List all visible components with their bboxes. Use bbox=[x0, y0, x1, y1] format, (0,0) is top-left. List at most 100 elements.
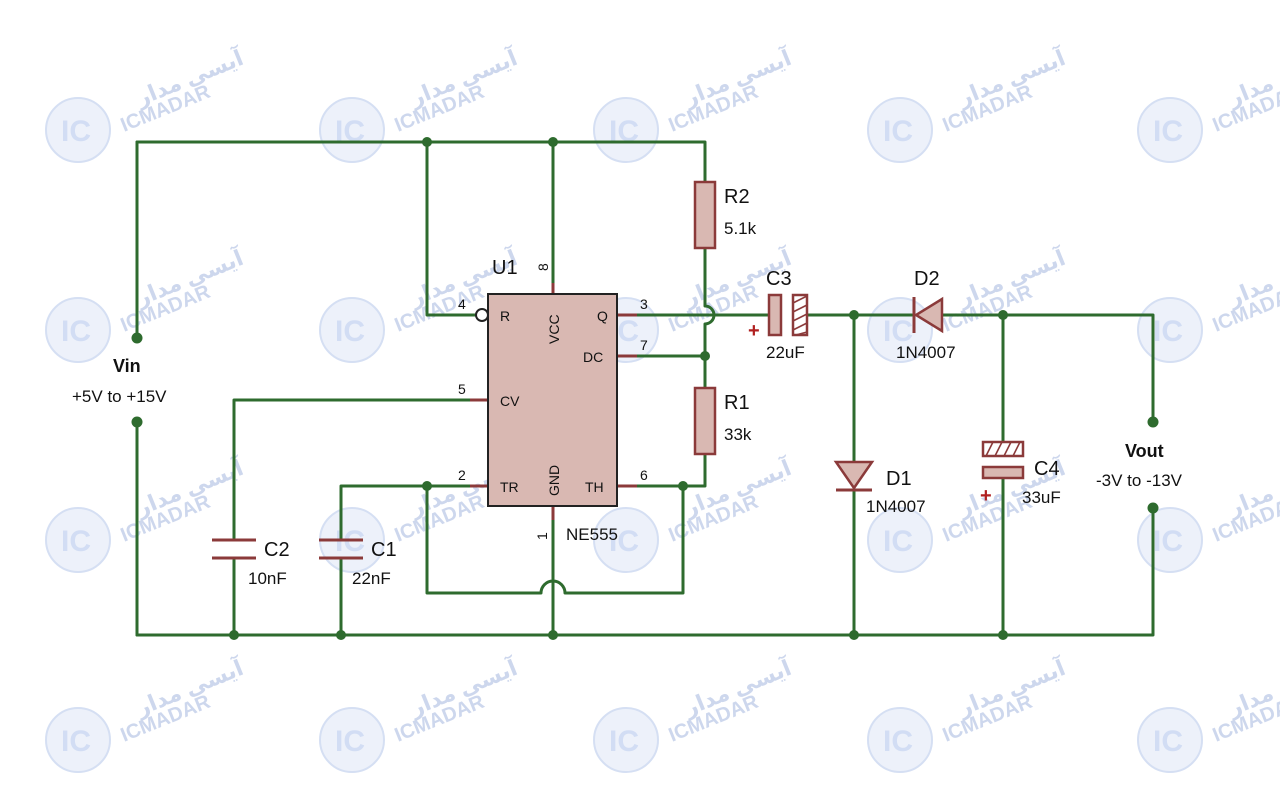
junction-dots bbox=[131, 137, 1159, 640]
ic-ne555: R Q DC CV TR TH VCC GND 4 8 3 7 5 2 6 1 … bbox=[458, 257, 648, 544]
pin-number-6: 6 bbox=[640, 467, 648, 483]
c2-ref: C2 bbox=[264, 539, 290, 561]
pin-number-8: 8 bbox=[535, 263, 551, 271]
capacitor-c2: C2 10nF bbox=[212, 538, 290, 588]
watermark-logo-text: IC bbox=[1153, 315, 1183, 348]
capacitor-c1: C1 22nF bbox=[319, 538, 397, 588]
watermark-logo-icon bbox=[319, 297, 385, 363]
resistor-r1: R1 33k bbox=[693, 386, 752, 456]
c1-value: 22nF bbox=[352, 569, 391, 588]
c4-polarity: + bbox=[980, 485, 992, 507]
ic-body bbox=[487, 293, 618, 507]
ic-ref-label: U1 bbox=[492, 257, 518, 279]
c3-value: 22uF bbox=[766, 343, 805, 362]
watermark-logo-text: IC bbox=[883, 525, 913, 558]
watermark-logo-text: IC bbox=[1153, 525, 1183, 558]
pin-number-4: 4 bbox=[458, 296, 466, 312]
diode-d2: D2 1N4007 bbox=[896, 268, 956, 362]
watermark-logo-icon bbox=[45, 707, 111, 773]
pin-label-q: Q bbox=[597, 308, 608, 324]
watermark-logo-text: IC bbox=[335, 725, 365, 758]
c4-ref: C4 bbox=[1034, 458, 1060, 480]
watermark-logo-icon bbox=[593, 707, 659, 773]
watermark-logo-icon bbox=[867, 97, 933, 163]
watermark-logo-icon bbox=[1137, 707, 1203, 773]
watermark-logo-icon bbox=[45, 97, 111, 163]
watermark-logo-text: IC bbox=[883, 115, 913, 148]
watermark-logo-text: IC bbox=[61, 115, 91, 148]
watermark-logo-icon bbox=[593, 507, 659, 573]
output-terminal: Vout -3V to -13V bbox=[1096, 441, 1183, 490]
capacitor-c3: + C3 22uF bbox=[748, 268, 809, 362]
d2-ref: D2 bbox=[914, 268, 940, 290]
capacitor-c4: + C4 33uF bbox=[980, 440, 1061, 507]
vin-range: +5V to +15V bbox=[72, 387, 167, 406]
c2-value: 10nF bbox=[248, 569, 287, 588]
c4-value: 33uF bbox=[1022, 488, 1061, 507]
pin-number-1: 1 bbox=[534, 532, 550, 540]
pin-number-7: 7 bbox=[640, 337, 648, 353]
r1-ref: R1 bbox=[724, 392, 750, 414]
watermark-logo-text: IC bbox=[883, 315, 913, 348]
pin-label-gnd: GND bbox=[546, 465, 562, 496]
c3-polarity: + bbox=[748, 320, 760, 342]
d2-value: 1N4007 bbox=[896, 343, 956, 362]
watermark-logo-text: IC bbox=[609, 525, 639, 558]
c4-plate-positive bbox=[981, 465, 1025, 480]
resistor-r2: R2 5.1k bbox=[693, 180, 757, 250]
watermark-logo-text: IC bbox=[61, 725, 91, 758]
watermark-logo-text: IC bbox=[609, 725, 639, 758]
c4-plate-negative bbox=[981, 440, 1025, 458]
watermark-logo-text: IC bbox=[61, 315, 91, 348]
input-terminal: Vin +5V to +15V bbox=[72, 356, 167, 406]
c1-ref: C1 bbox=[371, 539, 397, 561]
c3-plate-positive bbox=[767, 293, 783, 337]
pin-label-th: TH bbox=[585, 479, 604, 495]
watermark-logo-icon bbox=[1137, 97, 1203, 163]
watermark-logo-icon bbox=[45, 507, 111, 573]
diode-d1: D1 1N4007 bbox=[833, 460, 926, 516]
r1-value: 33k bbox=[724, 425, 752, 444]
reset-bubble bbox=[475, 308, 489, 322]
watermark-logo-icon bbox=[867, 507, 933, 573]
watermark-logo-text: IC bbox=[1153, 725, 1183, 758]
vin-label: Vin bbox=[113, 356, 141, 376]
vout-label: Vout bbox=[1125, 441, 1164, 461]
watermark-logo-text: IC bbox=[883, 725, 913, 758]
pin-label-vcc: VCC bbox=[546, 314, 562, 344]
watermark-logo-icon bbox=[593, 97, 659, 163]
watermark-logo-icon bbox=[45, 297, 111, 363]
pin-label-dc: DC bbox=[583, 349, 603, 365]
r2-ref: R2 bbox=[724, 186, 750, 208]
pin-label-tr: TR bbox=[500, 479, 519, 495]
d1-ref: D1 bbox=[886, 468, 912, 490]
ic-part-label: NE555 bbox=[566, 525, 618, 544]
watermark-logo-icon bbox=[867, 707, 933, 773]
watermark-logo-text: IC bbox=[335, 315, 365, 348]
pin-number-3: 3 bbox=[640, 296, 648, 312]
watermark-logo-text: IC bbox=[1153, 115, 1183, 148]
r2-value: 5.1k bbox=[724, 219, 757, 238]
pin-number-5: 5 bbox=[458, 381, 466, 397]
d1-value: 1N4007 bbox=[866, 497, 926, 516]
watermark-logo-text: IC bbox=[61, 525, 91, 558]
vout-range: -3V to -13V bbox=[1096, 471, 1183, 490]
pin-number-2: 2 bbox=[458, 467, 466, 483]
